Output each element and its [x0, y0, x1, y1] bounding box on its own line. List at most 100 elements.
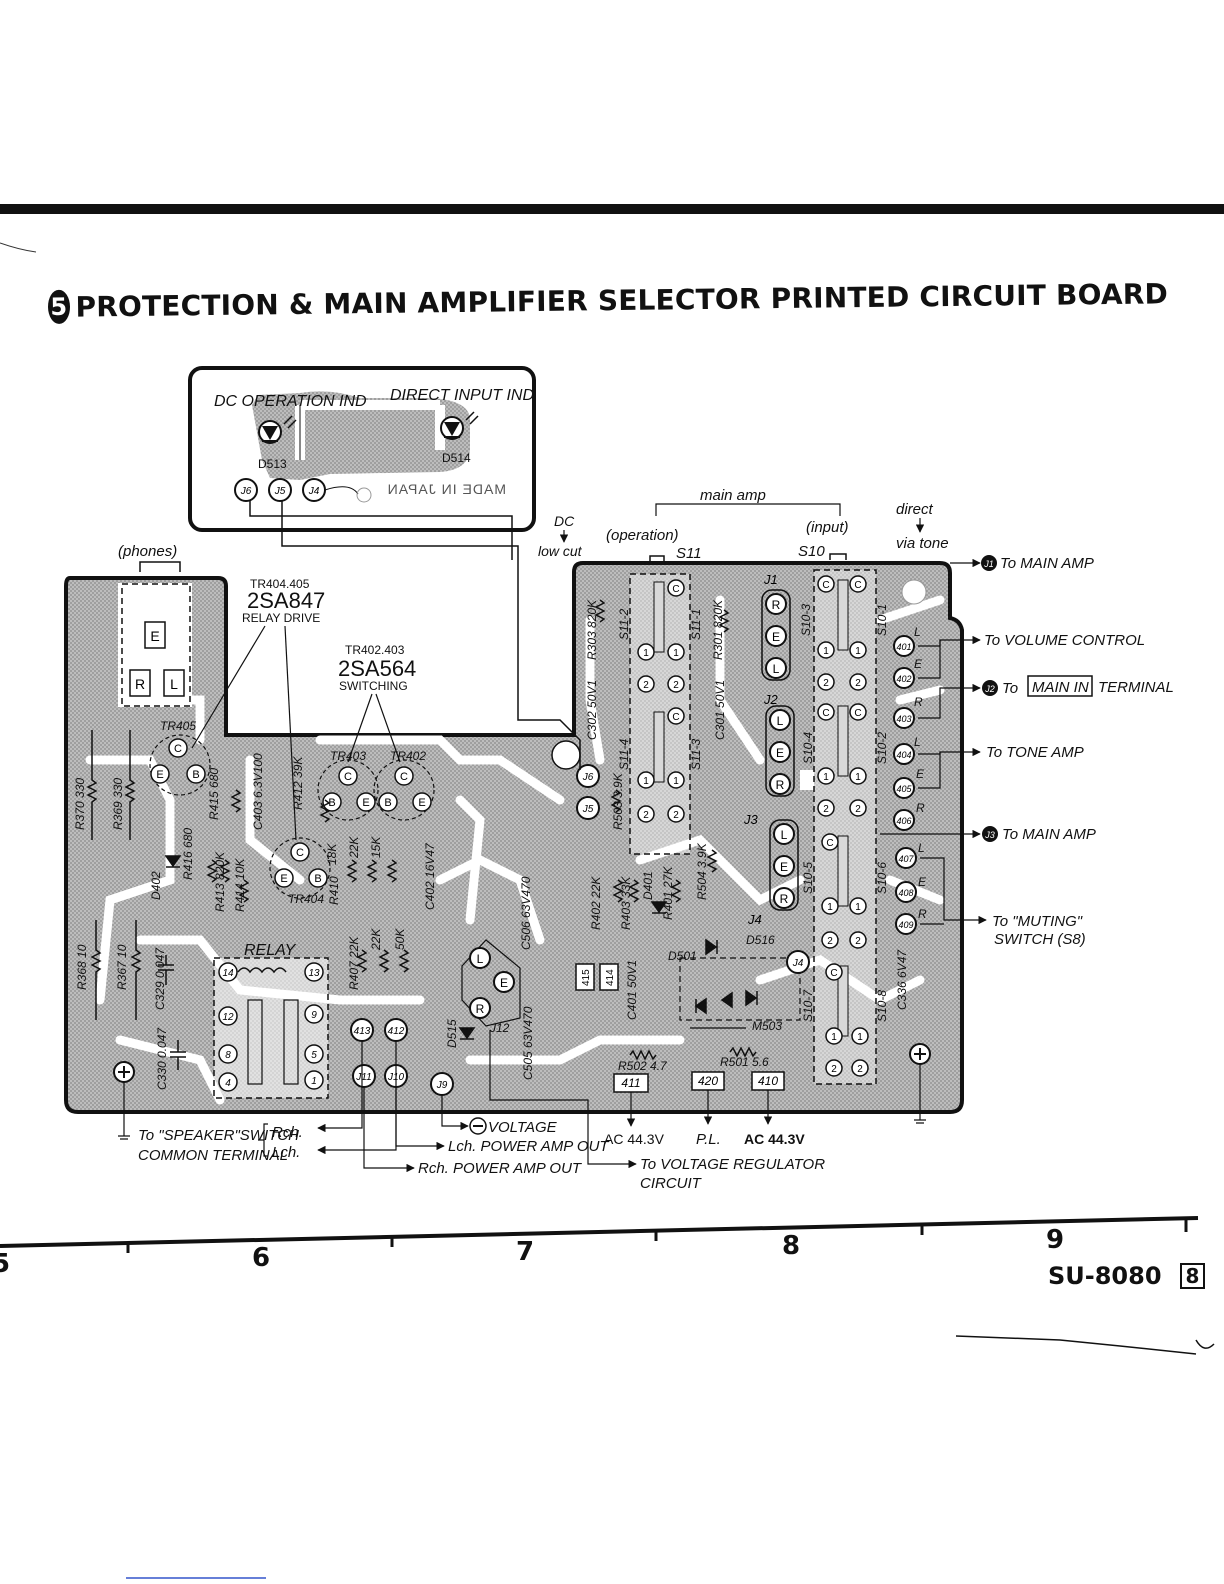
svg-text:J1: J1	[983, 559, 994, 569]
low-cut-label: low cut	[538, 543, 583, 559]
svg-text:2: 2	[831, 1064, 837, 1075]
svg-text:E: E	[916, 767, 925, 781]
tr402-403-type: 2SA564	[338, 656, 416, 681]
svg-text:2: 2	[855, 936, 861, 947]
svg-text:412: 412	[388, 1026, 405, 1037]
model-number: SU-8080	[1048, 1262, 1162, 1290]
jack-j5: J5	[268, 478, 292, 502]
svg-text:1: 1	[855, 772, 861, 783]
to-volume-control: To VOLUME CONTROL	[984, 632, 1145, 649]
svg-text:J2: J2	[763, 692, 779, 707]
svg-text:S11-2: S11-2	[617, 609, 631, 640]
to-muting-switch-2: SWITCH (S8)	[994, 931, 1086, 948]
selector-switch-s10: C C 1 1 2 2 C C 1 1 2 2 C 1 1 2 2 C 1 1 …	[799, 569, 889, 1085]
svg-text:1: 1	[855, 646, 861, 657]
operation-label: (operation)	[606, 527, 679, 544]
d402: D402	[149, 871, 163, 900]
lch-power-amp-out: Lch. POWER AMP OUT	[448, 1138, 610, 1155]
r368: R368 10	[75, 944, 89, 990]
phones-pin-r: R	[135, 676, 145, 692]
svg-text:J4: J4	[308, 486, 320, 497]
r502: R502 4.7	[618, 1059, 668, 1073]
transistor-tr403: C B E TR403	[317, 749, 379, 821]
r503: R503 3.9K	[611, 772, 625, 830]
tr404-405-label: TR404.405	[250, 577, 310, 591]
dc-operation-ind-label: DC OPERATION IND	[214, 393, 367, 410]
r410: R410	[327, 876, 341, 905]
svg-text:408: 408	[898, 888, 913, 898]
svg-text:C: C	[854, 580, 861, 591]
jack-j4-ind: J4	[302, 478, 326, 502]
svg-text:C: C	[400, 771, 408, 783]
r416: R416 680	[181, 828, 195, 880]
svg-text:1: 1	[823, 646, 829, 657]
svg-text:2: 2	[673, 810, 679, 821]
r406: 22K	[369, 928, 383, 951]
svg-text:L: L	[477, 952, 484, 966]
svg-text:2: 2	[857, 1064, 863, 1075]
transistor-tr402: C B E TR402	[373, 749, 435, 821]
direct-label: direct	[896, 501, 934, 518]
svg-text:406: 406	[896, 816, 911, 826]
rch-power-amp-out: Rch. POWER AMP OUT	[418, 1160, 583, 1177]
svg-text:2: 2	[823, 678, 829, 689]
svg-text:C: C	[822, 580, 829, 591]
s10-label: S10	[798, 543, 825, 560]
c505: C505 63V470	[521, 1006, 535, 1080]
transistor-tr404: C E B TR404	[269, 837, 331, 906]
diode-icons	[164, 855, 758, 1040]
svg-text:411: 411	[621, 1076, 640, 1090]
svg-text:415: 415	[581, 969, 592, 986]
svg-text:L: L	[773, 662, 780, 676]
transistor-tr405: C E B TR405	[149, 719, 211, 796]
c302: C302 50V1	[585, 680, 599, 740]
svg-text:1: 1	[831, 1032, 837, 1043]
bottom-terminals: 411 420 410	[613, 1071, 785, 1093]
svg-text:S11-1: S11-1	[689, 609, 703, 640]
svg-text:R: R	[476, 1002, 485, 1016]
svg-text:1: 1	[643, 776, 649, 787]
r370: R370 330	[73, 778, 87, 830]
svg-text:S10-1: S10-1	[875, 604, 889, 636]
page-title-text: PROTECTION & MAIN AMPLIFIER SELECTOR PRI…	[75, 276, 1169, 324]
svg-text:402: 402	[896, 674, 911, 684]
circuit-label: CIRCUIT	[640, 1175, 703, 1192]
svg-text:1: 1	[673, 776, 679, 787]
c330: C330 0.047	[155, 1027, 169, 1090]
svg-text:S10-3: S10-3	[799, 604, 813, 636]
svg-text:J5: J5	[582, 804, 594, 815]
input-jack-triplets: R E L L E R L E R	[761, 589, 799, 911]
svg-text:409: 409	[898, 920, 913, 930]
svg-text:J5: J5	[274, 486, 286, 497]
c329: C329 0.047	[153, 947, 167, 1010]
svg-text:403: 403	[896, 714, 911, 724]
pl-label: P.L.	[696, 1131, 721, 1148]
svg-text:2: 2	[643, 810, 649, 821]
svg-text:B: B	[328, 797, 335, 809]
jack-j6: J6	[234, 478, 258, 502]
svg-text:J11: J11	[355, 1072, 371, 1083]
relay-label: RELAY	[244, 942, 297, 959]
to-main-in-prefix: To	[1002, 680, 1018, 697]
right-callouts: J1 To MAIN AMP To VOLUME CONTROL J2 To M…	[880, 555, 1174, 948]
scale-tick-5: 5	[0, 1249, 10, 1279]
svg-text:R: R	[772, 598, 781, 612]
svg-text:J6: J6	[582, 772, 594, 783]
scale-tick-7: 7	[516, 1237, 534, 1267]
svg-text:401: 401	[896, 642, 911, 652]
svg-text:R: R	[918, 907, 927, 921]
svg-text:S10-7: S10-7	[801, 989, 815, 1022]
r412: R412 39K	[291, 756, 305, 810]
svg-text:C: C	[344, 771, 352, 783]
led-d513-label: D513	[258, 457, 287, 471]
d401: D401	[641, 871, 655, 900]
svg-text:L: L	[914, 735, 921, 749]
r504: R504 3.9K	[695, 842, 709, 900]
tr402-403-function: SWITCHING	[339, 679, 408, 693]
svg-text:B: B	[384, 797, 391, 809]
r405: 50K	[393, 928, 407, 950]
tr404-405-function: RELAY DRIVE	[242, 611, 320, 625]
m503: M503	[752, 1019, 782, 1033]
d515: D515	[445, 1019, 459, 1048]
